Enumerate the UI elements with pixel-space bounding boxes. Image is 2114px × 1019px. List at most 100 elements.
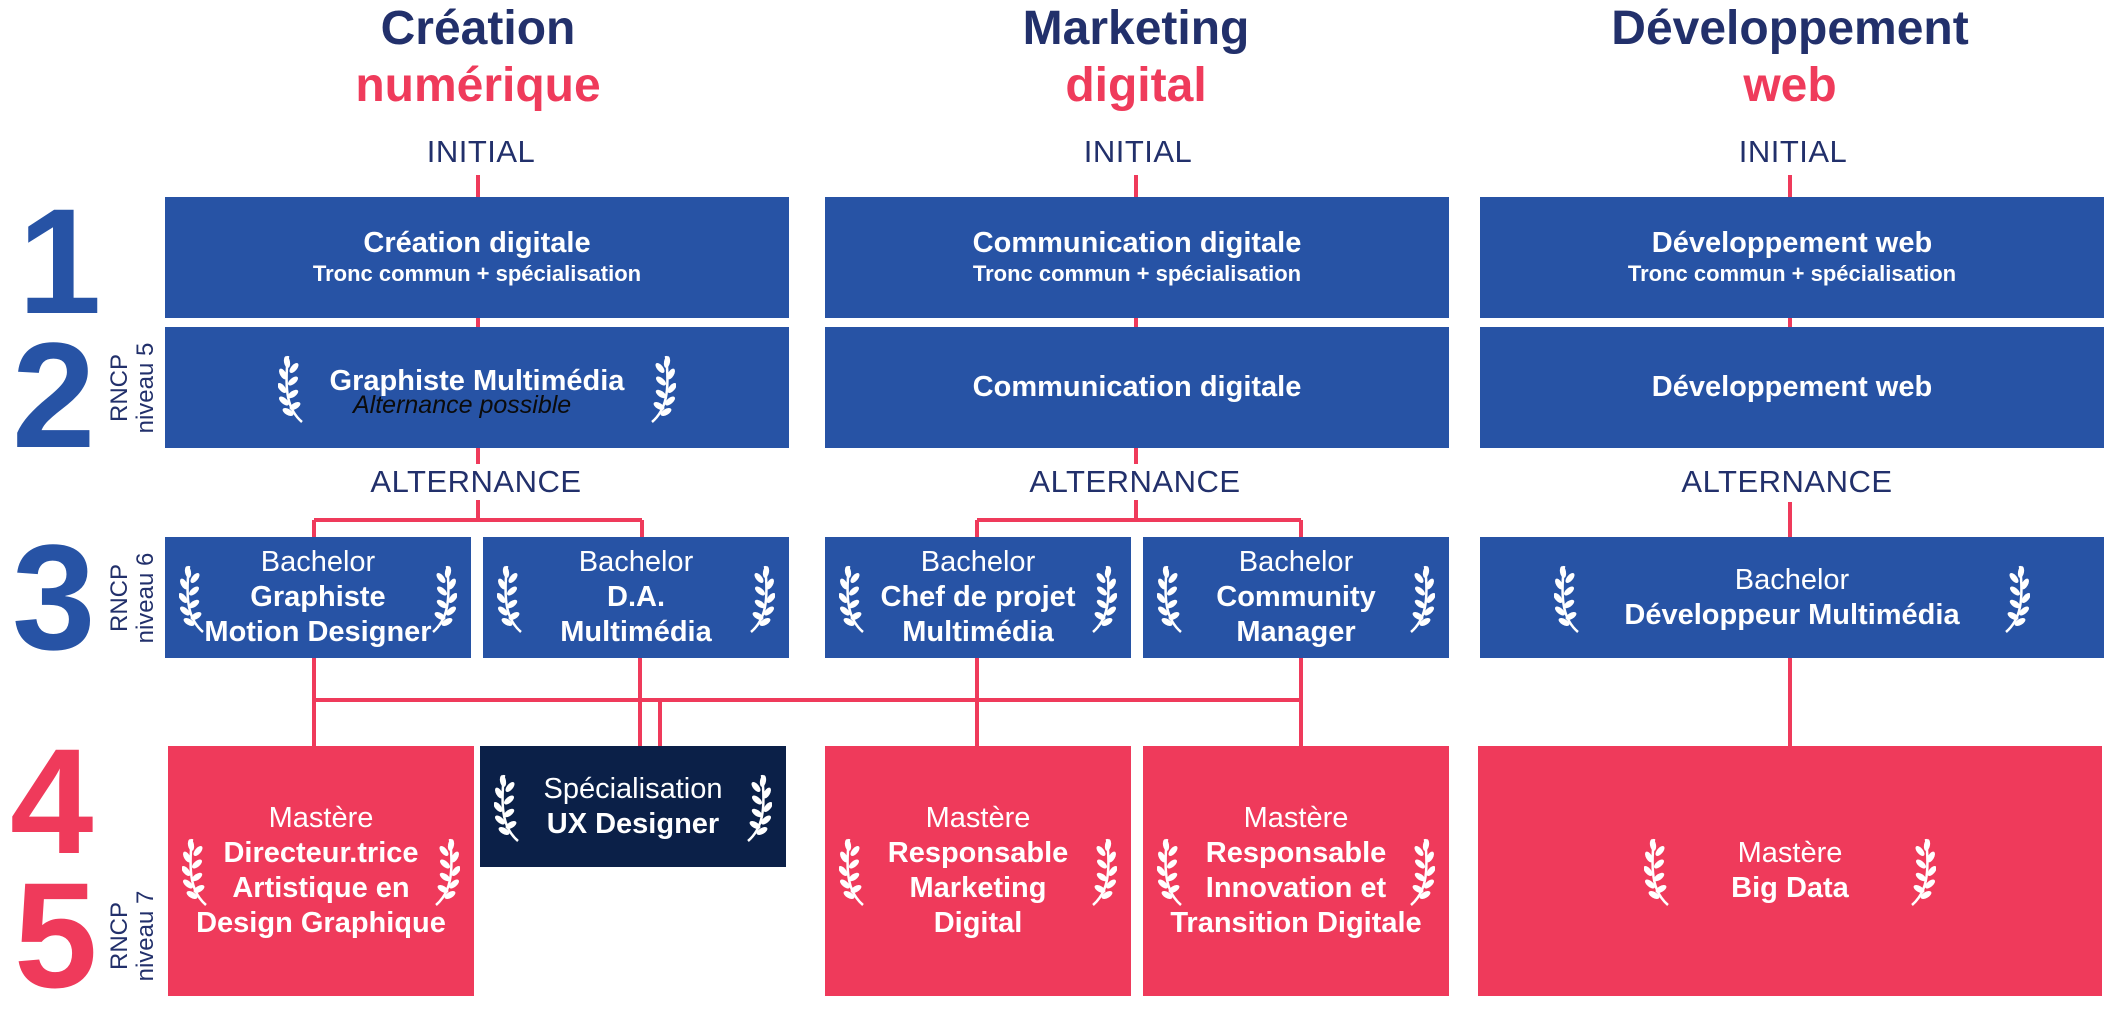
rncp-level-6: RNCP niveau 6 (106, 545, 159, 651)
program-box-bachelor-da-multimedia[interactable]: Bachelor D.A. Multimédia (483, 537, 789, 658)
initial-label-developpement: INITIAL (1734, 134, 1852, 170)
laurel-icon (1554, 562, 1584, 634)
program-line1: Bachelor (260, 546, 376, 578)
column-title-line1: Marketing (1022, 2, 1250, 55)
year-digit-1: 1 (18, 177, 102, 345)
program-line3: Motion Designer (204, 616, 432, 648)
program-box-developpement-web-y2[interactable]: Développement web (1480, 327, 2104, 448)
initial-label-marketing: INITIAL (1079, 134, 1197, 170)
program-line3: Multimédia (902, 616, 1054, 648)
program-box-communication-digitale-y1[interactable]: Communication digitale Tronc commun + sp… (825, 197, 1449, 318)
master-line2: Directeur.trice (223, 837, 419, 869)
laurel-icon (182, 835, 212, 907)
laurel-icon (278, 352, 308, 424)
column-title-line1: Développement (1611, 2, 1969, 55)
laurel-icon (742, 771, 772, 843)
laurel-icon (839, 562, 869, 634)
column-title-line2: digital (1065, 59, 1207, 112)
program-line3: Multimédia (560, 616, 712, 648)
laurel-icon (1087, 835, 1117, 907)
master-line2: Big Data (1731, 872, 1849, 904)
program-line2: Chef de projet (880, 581, 1076, 613)
laurel-icon (646, 352, 676, 424)
program-title: Communication digitale (972, 227, 1302, 259)
master-line2: Responsable (887, 837, 1069, 869)
column-heading-developpement: Développement web (1540, 0, 2040, 114)
program-title: Développement web (1651, 227, 1933, 259)
alternance-note: Alternance possible (353, 391, 572, 419)
column-heading-creation: Création numérique (278, 0, 678, 114)
program-line1: Bachelor (1238, 546, 1354, 578)
laurel-icon (494, 771, 524, 843)
master-line4: Design Graphique (196, 907, 446, 939)
master-line3: Innovation et (1205, 872, 1387, 904)
rncp-level: niveau 6 (132, 552, 159, 644)
year-digit-5: 5 (14, 851, 98, 1019)
laurel-icon (745, 562, 775, 634)
program-line1: Bachelor (1734, 563, 1850, 596)
column-heading-marketing: Marketing digital (936, 0, 1336, 114)
master-box-directeur-artistique[interactable]: Mastère Directeur.trice Artistique en De… (168, 746, 474, 996)
laurel-icon (427, 562, 457, 634)
year-digit-4: 4 (10, 717, 94, 885)
laurel-icon (839, 835, 869, 907)
master-line1: Mastère (1243, 802, 1349, 834)
specialisation-line1: Spécialisation (543, 772, 723, 805)
program-line2: Graphiste (250, 581, 386, 613)
program-box-developpement-web-y1[interactable]: Développement web Tronc commun + spécial… (1480, 197, 2104, 318)
program-box-bachelor-motion-designer[interactable]: Bachelor Graphiste Motion Designer (165, 537, 471, 658)
program-title: Communication digitale (972, 371, 1302, 403)
master-line1: Mastère (925, 802, 1031, 834)
year-digit-3: 3 (12, 513, 96, 681)
program-box-bachelor-community-manager[interactable]: Bachelor Community Manager (1143, 537, 1449, 658)
laurel-icon (497, 562, 527, 634)
alternance-label-creation: ALTERNANCE (366, 464, 586, 500)
master-box-big-data[interactable]: Mastère Big Data (1478, 746, 2102, 996)
column-title-line1: Création (380, 2, 576, 55)
master-box-responsable-marketing-digital[interactable]: Mastère Responsable Marketing Digital (825, 746, 1131, 996)
specialisation-box-ux-designer[interactable]: Spécialisation UX Designer (480, 746, 786, 867)
master-line3: Marketing (909, 872, 1047, 904)
alternance-label-developpement: ALTERNANCE (1677, 464, 1897, 500)
laurel-icon (1644, 835, 1674, 907)
laurel-icon (1157, 835, 1187, 907)
laurel-icon (1157, 562, 1187, 634)
master-line4: Transition Digitale (1170, 907, 1422, 939)
program-subtitle: Tronc commun + spécialisation (1627, 261, 1957, 286)
program-box-bachelor-chef-de-projet[interactable]: Bachelor Chef de projet Multimédia (825, 537, 1131, 658)
program-title: Création digitale (363, 227, 591, 259)
program-line1: Bachelor (920, 546, 1036, 578)
master-line3: Artistique en (232, 872, 410, 904)
program-box-bachelor-developpeur-multimedia[interactable]: Bachelor Développeur Multimédia (1480, 537, 2104, 658)
rncp-level-5: RNCP niveau 5 (106, 335, 159, 441)
master-line1: Mastère (268, 802, 374, 834)
master-line4: Digital (933, 907, 1023, 939)
alternance-label-marketing: ALTERNANCE (1025, 464, 1245, 500)
master-box-responsable-innovation[interactable]: Mastère Responsable Innovation et Transi… (1143, 746, 1449, 996)
master-line1: Mastère (1737, 837, 1843, 869)
laurel-icon (430, 835, 460, 907)
program-box-graphiste-multimedia[interactable]: Graphiste Multimédia Alternance possible (165, 327, 789, 448)
laurel-icon (1087, 562, 1117, 634)
program-line2: Développeur Multimédia (1624, 598, 1960, 631)
column-title-line2: numérique (355, 59, 601, 112)
program-line3: Manager (1236, 616, 1356, 648)
laurel-icon (1906, 835, 1936, 907)
year-digit-2: 2 (12, 311, 96, 479)
connector-lines (312, 175, 1792, 746)
laurel-icon (179, 562, 209, 634)
program-subtitle: Tronc commun + spécialisation (312, 261, 642, 286)
rncp-level: niveau 7 (132, 890, 159, 982)
program-line2: D.A. (607, 581, 665, 613)
specialisation-line2: UX Designer (546, 807, 720, 840)
program-box-communication-digitale-y2[interactable]: Communication digitale (825, 327, 1449, 448)
rncp-level-7: RNCP niveau 7 (106, 883, 159, 989)
initial-label-creation: INITIAL (422, 134, 540, 170)
program-box-creation-digitale-y1[interactable]: Création digitale Tronc commun + spécial… (165, 197, 789, 318)
program-title: Graphiste Multimédia (329, 365, 625, 397)
rncp-label: RNCP (106, 564, 133, 633)
program-subtitle: Tronc commun + spécialisation (972, 261, 1302, 286)
laurel-icon (1405, 562, 1435, 634)
program-line2: Community (1216, 581, 1376, 613)
master-line2: Responsable (1205, 837, 1387, 869)
